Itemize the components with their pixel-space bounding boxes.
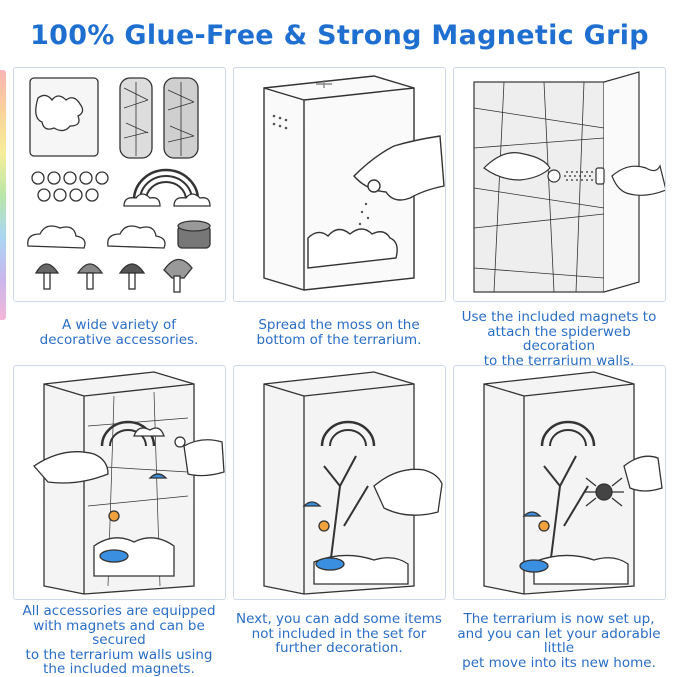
rainbow-edge-strip: [0, 70, 6, 320]
step-6-caption: The terrarium is now set up, and you can…: [457, 611, 661, 671]
finished-terrarium-illustration: [483, 371, 663, 595]
step-2-caption: Spread the moss on the bottom of the ter…: [256, 317, 422, 348]
step-6-panel: [453, 365, 666, 600]
step-1-caption: A wide variety of decorative accessories…: [39, 317, 199, 348]
step-2-panel: [233, 67, 446, 302]
step-1-panel: [13, 67, 226, 302]
spiderweb-magnet-illustration: [473, 71, 665, 293]
accessory-placement-illustration: [33, 371, 225, 595]
step-3-caption: Use the included magnets to attach the s…: [461, 309, 657, 369]
step-3-panel: [453, 67, 666, 302]
page-title: 100% Glue-Free & Strong Magnetic Grip: [30, 20, 649, 51]
step-5-panel: [233, 365, 446, 600]
extra-decoration-illustration: [263, 371, 443, 595]
accessories-illustration: [27, 77, 211, 293]
moss-illustration: [263, 75, 445, 291]
step-5-caption: Next, you can add some items not include…: [236, 611, 442, 656]
step-4-caption: All accessories are equipped with magnet…: [22, 603, 216, 677]
step-4-panel: [13, 365, 226, 600]
